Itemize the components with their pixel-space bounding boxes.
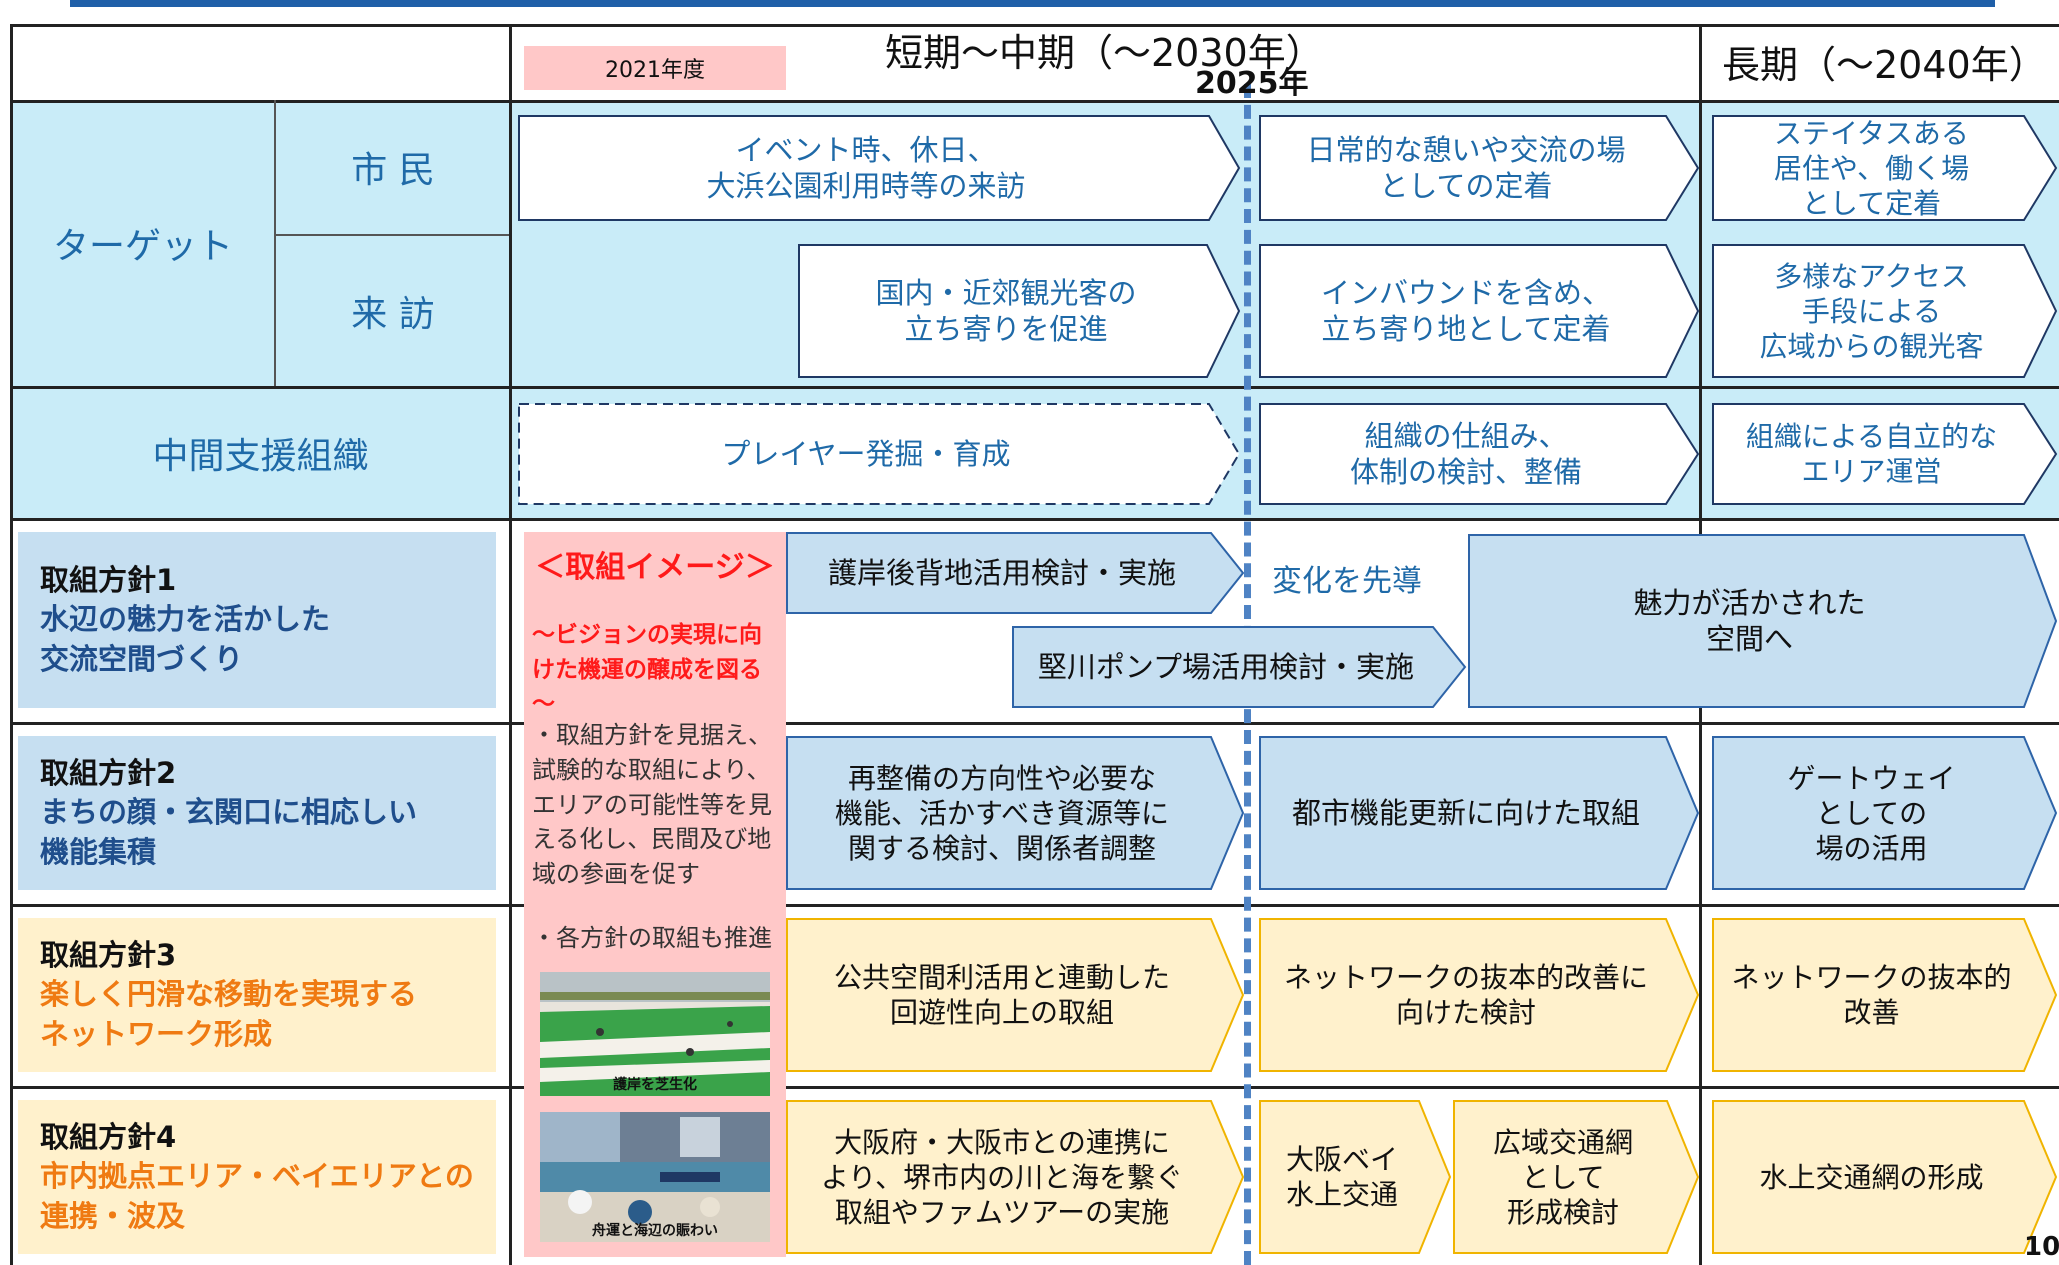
- top-accent-bar: [70, 0, 1995, 7]
- policy-3-title-line1: 楽しく円滑な移動を実現する: [40, 977, 418, 1012]
- intermediary-step-2: 組織の仕組み、 体制の検討、整備: [1259, 403, 1700, 505]
- grid-line: [509, 24, 512, 1265]
- intermediary-row-label: 中間支援組織: [152, 436, 369, 477]
- policy-3-title-line2: ネットワーク形成: [40, 1016, 273, 1051]
- phase-long-header: 長期（～2040年）: [1722, 43, 2047, 87]
- grid-line: [10, 518, 2059, 521]
- citizen-label: 市 民: [351, 150, 435, 191]
- policy1-result: 魅力が活かされた 空間へ: [1468, 534, 2058, 708]
- policy-2-number: 取組方針2: [40, 755, 177, 790]
- policy-4-title-line1: 市内拠点エリア・ベイエリアとの: [40, 1159, 474, 1194]
- policy3-step-1: 公共空間利活用と連動した 回遊性向上の取組: [786, 918, 1245, 1072]
- photo-1-caption: 護岸を芝生化: [613, 1077, 697, 1093]
- grid-line: [10, 722, 2059, 725]
- policy-4-title-line2: 連携・波及: [40, 1198, 186, 1233]
- intermediary-step-1: プレイヤー発掘・育成: [518, 403, 1241, 505]
- grid-line: [274, 100, 276, 386]
- policy-4-number: 取組方針4: [40, 1119, 177, 1154]
- citizen-step-2: 日常的な憩いや交流の場 としての定着: [1259, 115, 1700, 221]
- policy-1-title-line2: 交流空間づくり: [40, 641, 244, 676]
- policy4-step-1: 大阪府・大阪市との連携に より、堺市内の川と海を繋ぐ 取組やファムツアーの実施: [786, 1100, 1245, 1254]
- policy-1-box: 取組方針1 水辺の魅力を活かした 交流空間づくり: [18, 532, 496, 708]
- image-panel: ＜取組イメージ＞ ～ビジョンの実現に向けた機運の醸成を図る～ ・取組方針を見据え…: [524, 532, 786, 1257]
- policy4-step-2a: 大阪ベイ 水上交通: [1259, 1100, 1452, 1254]
- visitor-label: 来 訪: [351, 294, 435, 335]
- policy-3-number: 取組方針3: [40, 937, 177, 972]
- intermediary-step-3: 組織による自立的な エリア運営: [1712, 403, 2058, 505]
- visitor-step-2: インバウンドを含め、 立ち寄り地として定着: [1259, 244, 1700, 378]
- policy4-step-3: 水上交通網の形成: [1712, 1100, 2058, 1254]
- fy-badge: 2021年度: [524, 46, 786, 90]
- photo-boat-waterfront: 舟運と海辺の賑わい: [540, 1112, 770, 1242]
- policy2-step-1: 再整備の方向性や必要な 機能、活かすべき資源等に 関する検討、関係者調整: [786, 736, 1245, 890]
- policy1-lead-text: 変化を先導: [1272, 564, 1422, 599]
- policy3-step-3: ネットワークの抜本的 改善: [1712, 918, 2058, 1072]
- citizen-step-1: イベント時、休日、 大浜公園利用時等の来訪: [518, 115, 1241, 221]
- image-panel-bullet-1: ・取組方針を見据え、試験的な取組により、エリアの可能性等を見える化し、民間及び地…: [532, 721, 772, 889]
- photo-lawn-revetment: 護岸を芝生化: [540, 972, 770, 1096]
- phase-short-mid-header: 短期～中期（～2030年）: [885, 31, 1324, 75]
- policy-2-title-line2: 機能集積: [40, 834, 157, 869]
- grid-line: [10, 1086, 2059, 1089]
- policy4-step-2b: 広域交通網 として 形成検討: [1453, 1100, 1700, 1254]
- grid-line: [10, 24, 13, 1265]
- policy1-step-a: 護岸後背地活用検討・実施: [786, 532, 1245, 614]
- grid-line: [10, 100, 2059, 103]
- citizen-step-3: ステイタスある 居住や、働く場 として定着: [1712, 115, 2058, 221]
- policy-4-box: 取組方針4 市内拠点エリア・ベイエリアとの 連携・波及: [18, 1100, 496, 1254]
- grid-line: [275, 234, 511, 236]
- image-panel-subtitle: ～ビジョンの実現に向けた機運の醸成を図る～: [532, 622, 762, 717]
- policy-2-title-line1: まちの顔・玄関口に相応しい: [40, 795, 418, 830]
- policy2-step-3: ゲートウェイ としての 場の活用: [1712, 736, 2058, 890]
- image-panel-bullet-2: ・各方針の取組も推進: [532, 924, 772, 952]
- visitor-step-3: 多様なアクセス 手段による 広域からの観光客: [1712, 244, 2058, 378]
- policy-2-box: 取組方針2 まちの顔・玄関口に相応しい 機能集積: [18, 736, 496, 890]
- grid-line: [10, 386, 2059, 389]
- page-number: 10: [2024, 1232, 2059, 1262]
- policy-1-title-line1: 水辺の魅力を活かした: [40, 602, 331, 637]
- grid-line: [10, 904, 2059, 907]
- year-2025-label: 2025年: [1195, 66, 1309, 101]
- visitor-step-1: 国内・近郊観光客の 立ち寄りを促進: [798, 244, 1241, 378]
- grid-line: [10, 24, 2059, 27]
- policy3-step-2: ネットワークの抜本的改善に 向けた検討: [1259, 918, 1700, 1072]
- policy-1-number: 取組方針1: [40, 562, 177, 597]
- photo-2-caption: 舟運と海辺の賑わい: [592, 1223, 718, 1239]
- policy2-step-2: 都市機能更新に向けた取組: [1259, 736, 1700, 890]
- image-panel-title: ＜取組イメージ＞: [535, 550, 775, 585]
- policy-3-box: 取組方針3 楽しく円滑な移動を実現する ネットワーク形成: [18, 918, 496, 1072]
- policy1-step-b: 堅川ポンプ場活用検討・実施: [1012, 626, 1467, 708]
- target-row-label: ターゲット: [52, 226, 233, 267]
